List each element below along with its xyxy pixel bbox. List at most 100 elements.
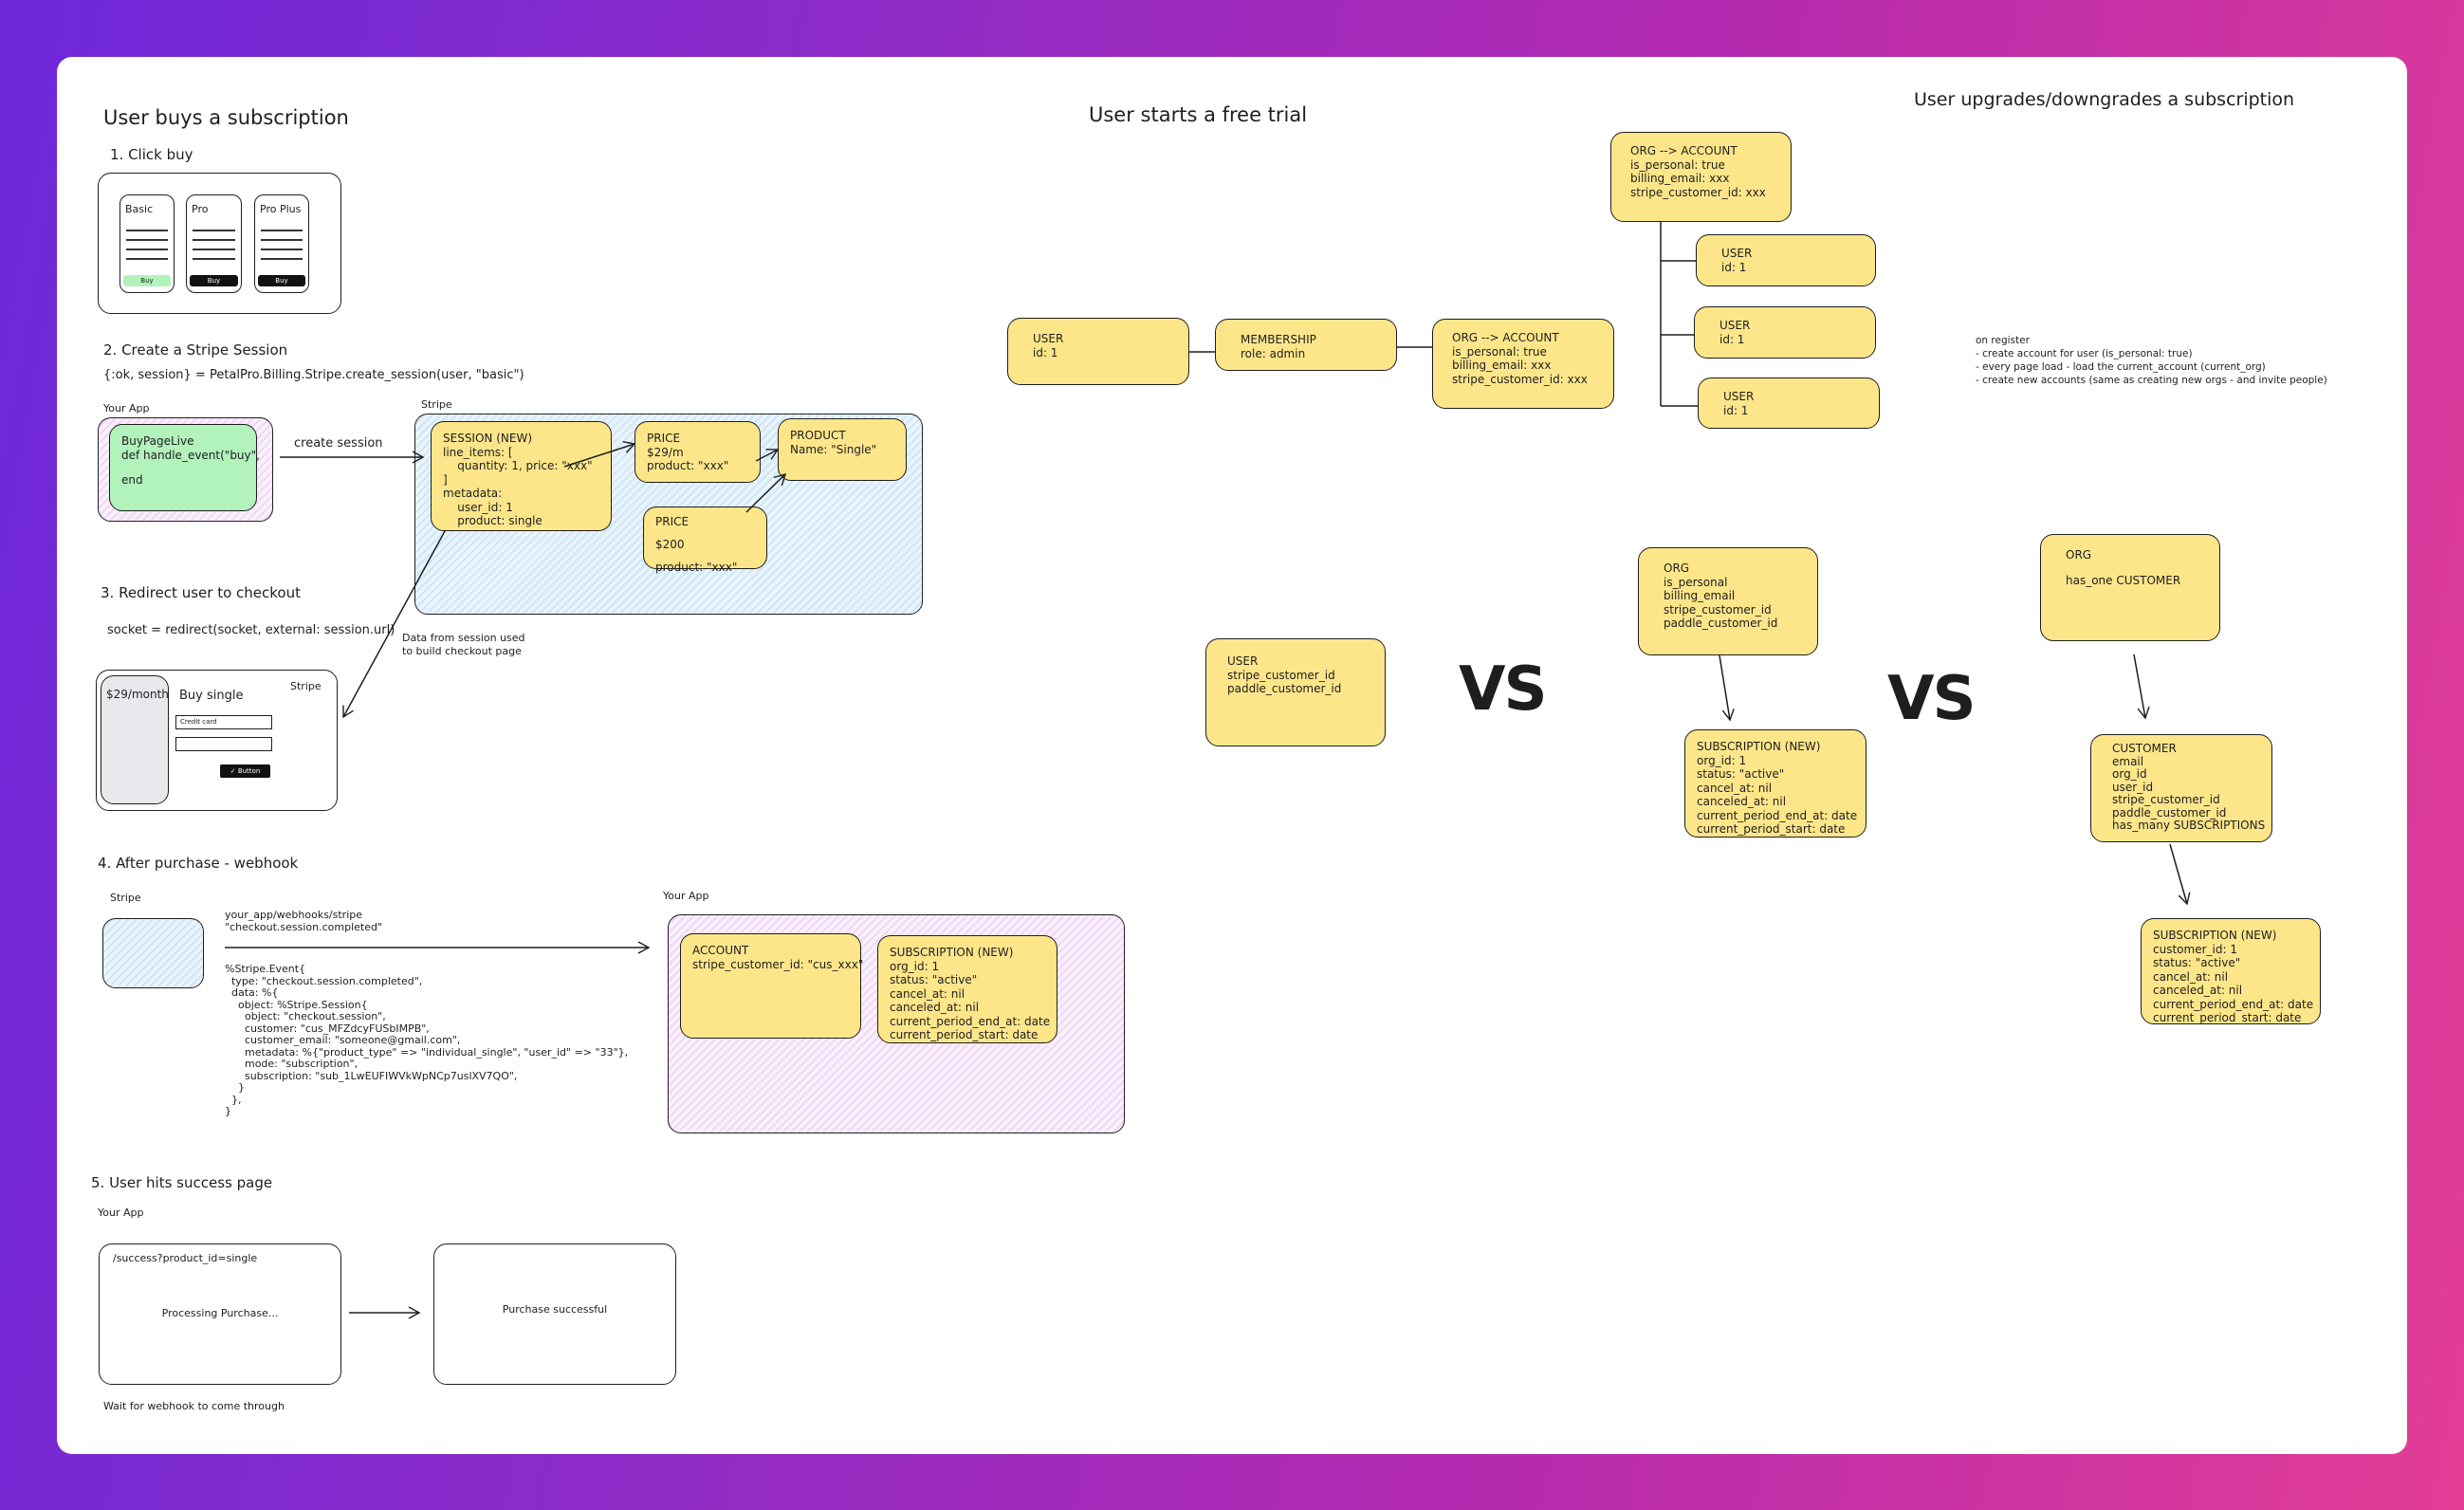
- tier-card-basic[interactable]: Basic Buy: [120, 194, 175, 293]
- webhook-stripe-label: Stripe: [110, 892, 141, 904]
- buy-button[interactable]: Buy: [190, 275, 238, 286]
- text-line: stripe_customer_id: "cus_xxx": [692, 957, 864, 971]
- text-line: is_personal: true: [1630, 157, 1725, 172]
- text-line: CUSTOMER: [2112, 742, 2177, 755]
- org-to-subscription-arrow: [1719, 654, 1735, 722]
- section-title-trial: User starts a free trial: [1089, 103, 1308, 126]
- text-line: role: admin: [1241, 346, 1306, 360]
- text-line: to build checkout page: [402, 645, 522, 657]
- text-line: $29/m: [647, 445, 684, 459]
- text-line: USER: [1033, 332, 1064, 345]
- processing-page: /success?product_id=single Processing Pu…: [99, 1243, 341, 1385]
- text-line: USER: [1723, 390, 1755, 403]
- text-line: end: [121, 473, 143, 487]
- checkout-submit-button[interactable]: ✓ Button: [220, 764, 270, 778]
- text-line: ORG: [2066, 548, 2092, 562]
- text-line: has_many SUBSCRIPTIONS: [2112, 819, 2266, 832]
- text-line: paddle_customer_id: [1664, 617, 1778, 630]
- step-2-code: {:ok, session} = PetalPro.Billing.Stripe…: [103, 368, 524, 382]
- text-line: email: [2112, 754, 2144, 768]
- text-line: stripe_customer_id: [1227, 668, 1335, 682]
- text-line: [2066, 562, 2195, 574]
- text-line: status: "active": [2153, 956, 2241, 969]
- card-details-input[interactable]: [175, 737, 272, 751]
- processing-text: Processing Purchase...: [161, 1307, 279, 1319]
- text-line: current_period_end_at: date: [1697, 808, 1858, 822]
- text-line: user_id: [2112, 780, 2154, 794]
- credit-card-input[interactable]: Credit card: [175, 715, 272, 729]
- step-2-label: 2. Create a Stripe Session: [103, 341, 288, 359]
- text-line: metadata:: [443, 487, 503, 500]
- tier-card-pro-plus[interactable]: Pro Plus Buy: [254, 194, 309, 293]
- text-line: PRICE: [647, 432, 681, 445]
- tier-name: Basic: [125, 203, 154, 215]
- tier-name: Pro: [192, 203, 209, 215]
- text-line: USER: [1719, 319, 1751, 332]
- text-line: $200: [655, 538, 685, 551]
- step-3-code: socket = redirect(socket, external: sess…: [107, 623, 395, 637]
- text-line: billing_email: xxx: [1452, 359, 1552, 372]
- text-line: def handle_event("buy",: [121, 448, 260, 462]
- text-line: paddle_customer_id: [2112, 805, 2227, 819]
- step-5-label: 5. User hits success page: [91, 1174, 273, 1191]
- whiteboard-canvas[interactable]: User buys a subscription 1. Click buy Ba…: [57, 57, 2407, 1454]
- text-line: is_personal: true: [1452, 344, 1547, 359]
- text-line: product: "xxx": [647, 459, 729, 472]
- text-line: MEMBERSHIP: [1241, 333, 1316, 346]
- text-line: id: 1: [1719, 332, 1745, 346]
- check-icon: ✓: [230, 767, 238, 775]
- text-line: current_period_end_at: date: [890, 1014, 1051, 1028]
- connectors-layer: [225, 222, 2191, 1319]
- buy-button[interactable]: Buy: [258, 275, 305, 286]
- text-line: [121, 462, 245, 473]
- tier-name: Pro Plus: [260, 203, 302, 215]
- text-line: ORG --> ACCOUNT: [1452, 331, 1559, 344]
- text-line: cancel_at: nil: [1697, 781, 1773, 795]
- text-line: id: 1: [1723, 403, 1749, 417]
- text-line: current_period_end_at: date: [2153, 997, 2314, 1011]
- text-line: - every page load - load the current_acc…: [1976, 361, 2266, 373]
- step-1-label: 1. Click buy: [110, 146, 193, 163]
- tier-card-pro[interactable]: Pro Buy: [186, 194, 242, 293]
- text-line: SESSION (NEW): [443, 432, 532, 445]
- text-line: - create account for user (is_personal: …: [1976, 348, 2193, 359]
- text-line: ACCOUNT: [692, 944, 749, 957]
- stripe-event-code: %Stripe.Event{ type: "checkout.session.c…: [225, 963, 629, 1117]
- text-line: stripe_customer_id: xxx: [1452, 372, 1588, 386]
- text-line: Data from session used: [402, 632, 525, 644]
- text-line: line_items: [: [443, 445, 513, 459]
- text-line: canceled_at: nil: [890, 1001, 980, 1014]
- section-title-buy: User buys a subscription: [103, 106, 349, 129]
- text-line: SUBSCRIPTION (NEW): [2153, 929, 2277, 942]
- text-line: your_app/webhooks/stripe: [225, 909, 363, 921]
- pricing-page-mockup: Basic Buy Pro Buy Pro Plus Buy: [98, 173, 341, 314]
- text-line: quantity: 1, price: "xxx": [443, 459, 593, 472]
- buy-button[interactable]: Buy: [123, 275, 171, 286]
- text-line: USER: [1227, 654, 1259, 668]
- text-line: org_id: [2112, 767, 2147, 781]
- success-text: Purchase successful: [502, 1303, 608, 1316]
- stripe-label: Stripe: [421, 398, 452, 411]
- checkout-summary-panel: $29/month: [101, 675, 169, 804]
- text-line: SUBSCRIPTION (NEW): [1697, 740, 1821, 753]
- text-line: BuyPageLive: [121, 434, 194, 448]
- checkout-title: Buy single: [179, 689, 244, 703]
- text-line: SUBSCRIPTION (NEW): [890, 946, 1014, 959]
- text-line: stripe_customer_id: [2112, 793, 2220, 806]
- text-line: ORG: [1664, 562, 1690, 575]
